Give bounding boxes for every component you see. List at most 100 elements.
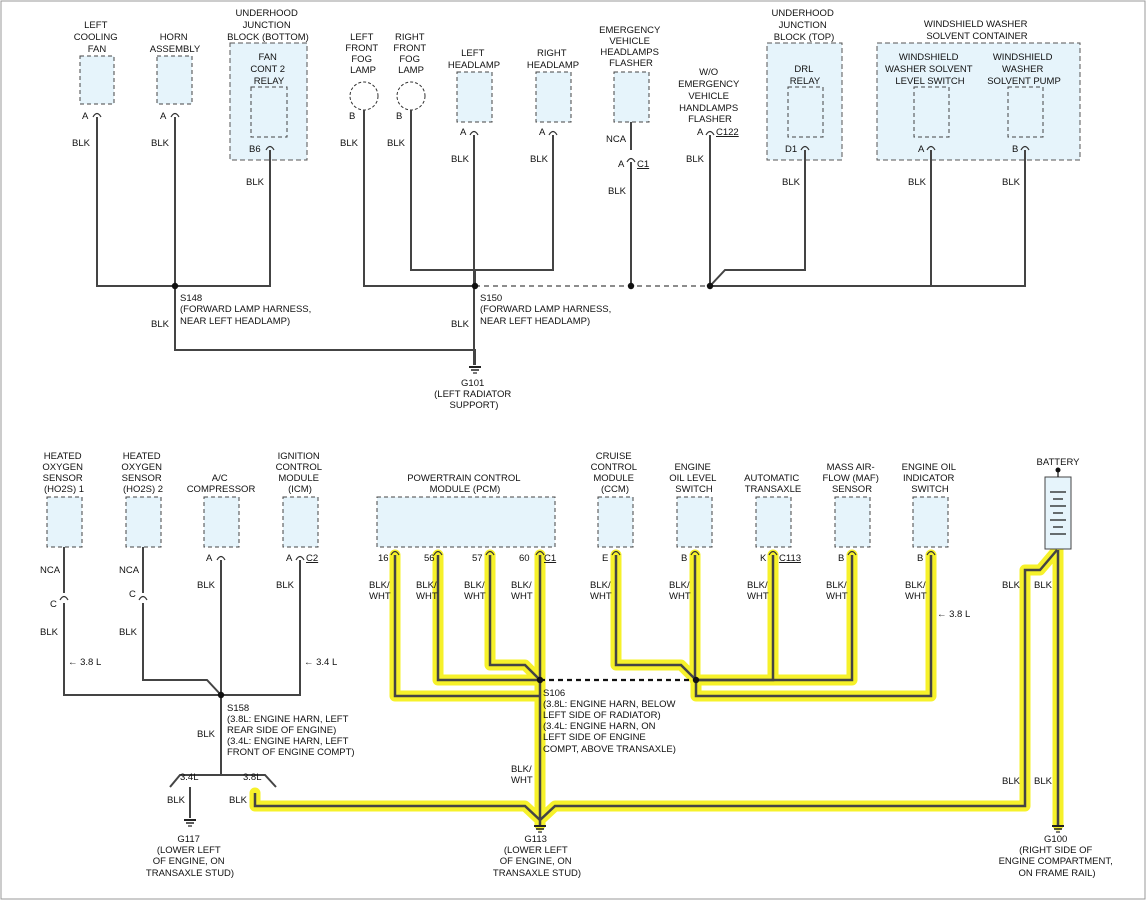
label-horn-assembly: HORN ASSEMBLY <box>150 32 201 55</box>
svg-text:BLK: BLK <box>40 627 59 638</box>
splice-s106 <box>536 676 544 684</box>
label-pcm: POWERTRAIN CONTROL MODULE (PCM) <box>407 473 523 495</box>
underhood-junction-block-bottom <box>229 42 308 161</box>
pin-label: A <box>460 127 467 138</box>
splice-s158 <box>217 691 225 699</box>
wire-label-nca: NCA <box>606 134 627 145</box>
label-left-headlamp: LEFT HEADLAMP <box>448 48 500 71</box>
heated-oxygen-sensor-1[interactable] <box>46 496 83 548</box>
pin-label: D1 <box>785 144 797 155</box>
label-fan-cont-relay: FAN CONT 2 RELAY <box>250 52 287 87</box>
pin-label: B <box>917 553 923 564</box>
svg-text:BLK: BLK <box>1002 177 1021 188</box>
ground-g101-symbol <box>469 366 481 374</box>
svg-text:BLK: BLK <box>451 319 470 330</box>
battery-symbol[interactable] <box>1044 467 1072 550</box>
ground-g117-symbol <box>184 819 196 827</box>
svg-text:BLK: BLK <box>197 729 216 740</box>
svg-text:BLK: BLK <box>72 138 91 149</box>
ac-compressor[interactable] <box>203 496 240 548</box>
wire-color-labels-blk-wht: BLK/WHT BLK/WHT BLK/WHT BLK/WHT BLK/WHT … <box>369 580 927 786</box>
pin-label: C <box>129 589 136 600</box>
svg-text:BLK: BLK <box>167 795 186 806</box>
left-front-fog-lamp[interactable] <box>349 81 379 111</box>
connector-forks-top <box>92 112 1030 163</box>
wires-top <box>96 110 1026 365</box>
label-uhjb-top: UNDERHOOD JUNCTION BLOCK (TOP) <box>772 8 837 43</box>
label-s158: S158 (3.8L: ENGINE HARN, LEFT REAR SIDE … <box>227 703 355 758</box>
splice-node <box>627 282 635 290</box>
ignition-control-module[interactable] <box>282 496 319 548</box>
label-g113: G113 (LOWER LEFT OF ENGINE, ON TRANSAXLE… <box>493 834 581 879</box>
label-right-headlamp: RIGHT HEADLAMP <box>527 48 579 71</box>
svg-text:NCA: NCA <box>119 565 140 576</box>
wires-bottom-left <box>63 547 301 818</box>
svg-text:NCA: NCA <box>40 565 61 576</box>
connector-label-c1: C1 <box>544 553 556 564</box>
svg-text:BLK: BLK <box>530 154 549 165</box>
splice-node <box>706 282 714 290</box>
svg-text:BLK/WHT: BLK/WHT <box>369 580 391 602</box>
svg-text:BLK/WHT: BLK/WHT <box>590 580 612 602</box>
connector-label-c2: C2 <box>306 553 318 564</box>
label-wo-ev-flasher: W/O EMERGENCY VEHICLE HANDLAMPS FLASHER <box>678 67 742 125</box>
length-marker-3-8: ← 3.8 L <box>68 657 101 668</box>
label-oil-indicator: ENGINE OIL INDICATOR SWITCH <box>902 462 959 495</box>
svg-text:BLK: BLK <box>387 138 406 149</box>
pin-label: A <box>918 144 925 155</box>
svg-text:BLK: BLK <box>686 154 705 165</box>
label-g117: G117 (LOWER LEFT OF ENGINE, ON TRANSAXLE… <box>146 834 234 879</box>
connector-label-c113: C113 <box>779 553 801 564</box>
svg-text:BLK: BLK <box>229 795 248 806</box>
washer-pump[interactable] <box>1007 86 1044 138</box>
pin-label: B6 <box>249 144 261 155</box>
svg-text:BLK: BLK <box>908 177 927 188</box>
engine-oil-indicator-switch[interactable] <box>912 496 949 548</box>
left-headlamp[interactable] <box>456 71 493 123</box>
right-headlamp[interactable] <box>535 71 572 123</box>
highlighted-wires <box>253 549 1060 825</box>
pin-label: B <box>396 111 402 122</box>
pin-label: E <box>602 553 608 564</box>
pin-label: B <box>349 111 355 122</box>
label-right-fog-lamp: RIGHT FRONT FOG LAMP <box>393 32 428 76</box>
label-washer-container: WINDSHIELD WASHER SOLVENT CONTAINER <box>924 19 1030 42</box>
washer-level-switch[interactable] <box>913 86 950 138</box>
connector-forks-bottom <box>59 550 936 601</box>
connector-label-c122: C122 <box>716 127 739 138</box>
pin-label: C <box>50 599 57 610</box>
label-drl-relay: DRL RELAY <box>790 64 821 87</box>
fan-cont-2-relay[interactable] <box>250 86 288 138</box>
svg-text:BLK: BLK <box>1034 580 1053 591</box>
label-oil-level-switch: ENGINE OIL LEVEL SWITCH <box>669 462 718 495</box>
label-ho2s-2: HEATED OXYGEN SENSOR (HO2S) 2 <box>121 451 164 495</box>
label-ho2s-1: HEATED OXYGEN SENSOR (HO2S) 1 <box>42 451 85 495</box>
svg-text:BLK/WHT: BLK/WHT <box>669 580 691 602</box>
label-s150: S150 (FORWARD LAMP HARNESS, NEAR LEFT HE… <box>480 293 614 327</box>
pin-label: A <box>539 127 546 138</box>
pin-label: A <box>618 159 625 170</box>
cruise-control-module[interactable] <box>597 496 634 548</box>
label-ac-compressor: A/C COMPRESSOR <box>187 473 256 495</box>
horn-assembly[interactable] <box>156 55 193 105</box>
right-front-fog-lamp[interactable] <box>396 81 426 111</box>
automatic-transaxle[interactable] <box>755 496 792 548</box>
ground-g100-symbol <box>1052 825 1064 833</box>
engine-oil-level-switch[interactable] <box>676 496 713 548</box>
powertrain-control-module[interactable] <box>376 496 556 548</box>
left-cooling-fan[interactable] <box>79 55 115 105</box>
label-washer-switch: WINDSHIELD WASHER SOLVENT LEVEL SWITCH <box>885 52 975 87</box>
label-g101: G101 (LEFT RADIATOR SUPPORT) <box>434 378 514 411</box>
emergency-vehicle-headlamps-flasher[interactable] <box>613 71 650 123</box>
drl-relay[interactable] <box>787 86 824 138</box>
label-g100: G100 (RIGHT SIDE OF ENGINE COMPARTMENT, … <box>999 834 1116 879</box>
svg-text:BLK: BLK <box>451 154 470 165</box>
wire-color-labels-bottom: NCA BLK NCA BLK BLK BLK BLK BLK BLK BLK … <box>40 565 1053 806</box>
svg-text:BLK: BLK <box>1002 776 1021 787</box>
svg-text:BLK: BLK <box>119 627 138 638</box>
splice-s150 <box>471 282 479 290</box>
maf-sensor[interactable] <box>834 496 871 548</box>
heated-oxygen-sensor-2[interactable] <box>125 496 162 548</box>
